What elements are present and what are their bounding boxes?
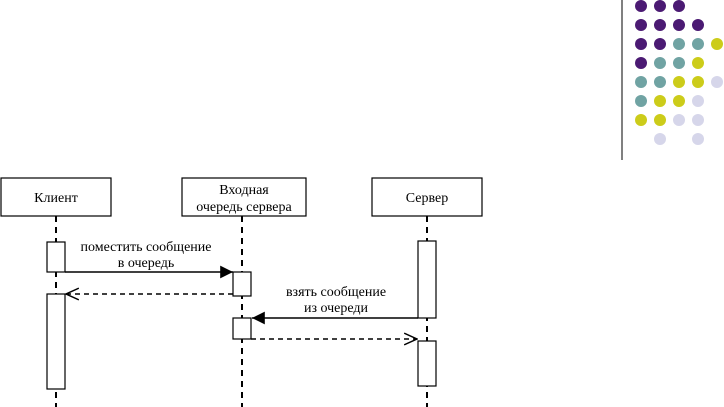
decoration-dot xyxy=(635,95,647,107)
decoration-dot xyxy=(673,114,685,126)
decoration-dot xyxy=(654,57,666,69)
decoration-dot xyxy=(673,76,685,88)
activation-client-2 xyxy=(46,293,66,390)
decoration-dot xyxy=(635,57,647,69)
participant-client-label: Клиент xyxy=(34,191,78,206)
decoration-dot xyxy=(711,76,723,88)
decoration-dot xyxy=(673,95,685,107)
participant-queue: Входная очередь сервера xyxy=(181,177,307,217)
decoration-dot xyxy=(654,76,666,88)
message-take-label-line1: взять сообщение xyxy=(286,285,386,300)
decoration-dot xyxy=(654,38,666,50)
decoration-dot xyxy=(654,114,666,126)
decoration-dot-grid xyxy=(635,0,723,145)
decoration-dot xyxy=(692,19,704,31)
participant-client-box xyxy=(0,177,112,217)
activation-server-2 xyxy=(417,340,437,387)
participant-queue-box xyxy=(181,177,307,217)
decoration-dot xyxy=(635,0,647,12)
participant-client: Клиент xyxy=(0,177,112,217)
decoration-dot xyxy=(654,19,666,31)
message-take-label-line2: из очереди xyxy=(304,301,369,316)
message-put-label-line1: поместить сообщение xyxy=(80,240,211,255)
decoration-dot xyxy=(692,114,704,126)
decoration-dot xyxy=(673,57,685,69)
participant-queue-label-line2: очередь сервера xyxy=(196,200,292,215)
activation-queue-1 xyxy=(232,271,252,297)
decoration-dot xyxy=(635,19,647,31)
decoration-dot xyxy=(692,57,704,69)
decoration-dot xyxy=(654,0,666,12)
message-put-label-line2: в очередь xyxy=(118,256,175,271)
decoration-dot xyxy=(673,38,685,50)
decoration-dot xyxy=(673,19,685,31)
decoration-dot xyxy=(654,95,666,107)
participant-queue-label-line1: Входная xyxy=(219,183,269,198)
participant-server-label: Сервер xyxy=(406,191,448,206)
decoration-dot xyxy=(711,38,723,50)
decoration-dot xyxy=(692,76,704,88)
activation-server-1 xyxy=(417,240,437,319)
activation-client-1 xyxy=(46,241,66,273)
decoration-dot xyxy=(635,114,647,126)
participant-server: Сервер xyxy=(371,177,483,217)
decoration-dot xyxy=(692,38,704,50)
activation-queue-2 xyxy=(232,317,252,340)
decoration-dot xyxy=(692,133,704,145)
participant-server-box xyxy=(371,177,483,217)
decoration-dot xyxy=(654,133,666,145)
decoration-dot xyxy=(635,76,647,88)
decoration-dot xyxy=(673,0,685,12)
decoration-dot xyxy=(635,38,647,50)
decoration-dot xyxy=(692,95,704,107)
